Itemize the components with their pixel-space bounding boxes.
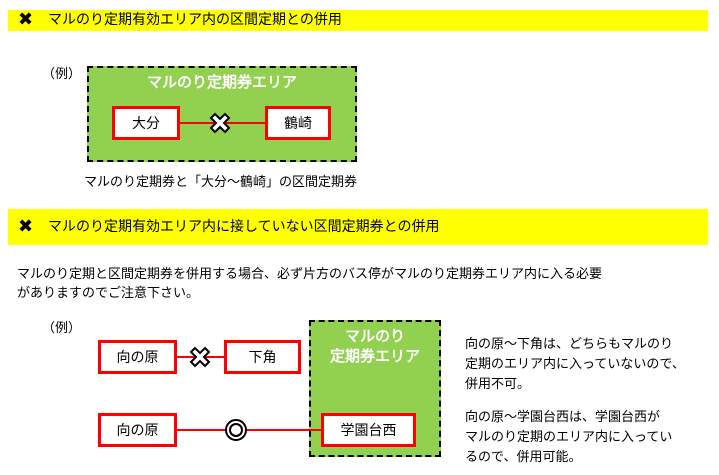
cross-icon: ✖ [18,216,34,237]
cross-icon: ✖ [18,9,34,30]
section1-heading: マルのり定期有効エリア内の区間定期との併用 [48,12,342,28]
section2-example-label: （例） [42,321,82,336]
not-allowed-x-icon [187,344,213,370]
note1-line2: 定期のエリア内に入っていないので、 [465,357,685,372]
section2-intro-line2: がありますのでご注意下さい。 [17,286,200,301]
note2-line3: るので、併用可能。 [465,450,582,465]
section2-area-title-line2: 定期券エリア [329,347,420,365]
row2-route-line [175,429,323,431]
stop-box-oita: 大分 [112,106,180,140]
note1-line3: 併用不可。 [465,377,531,392]
section1-heading-banner: ✖ マルのり定期有効エリア内の区間定期との併用 [8,10,708,31]
section2-heading: マルのり定期有効エリア内に接していない区間定期券との併用 [48,219,440,235]
section2-intro-line1: マルのり定期と区間定期券を併用する場合、必ず片方のバス停がマルのり定期券エリア内… [17,267,603,282]
section2-area-title-line1: マルのり [344,327,405,345]
note1-line1: 向の原～下角は、どちらもマルのり [465,337,674,352]
stop-box-gakuendainishi: 学園台西 [321,413,416,447]
section1-example-label: （例） [42,67,82,82]
stop-box-tsurusaki: 鶴崎 [265,106,331,140]
section1-area-title: マルのり定期券エリア [146,73,297,91]
allowed-circle-icon [225,419,247,441]
stop-box-mukainoharu-2: 向の原 [98,413,177,447]
section1-caption: マルのり定期券と「大分～鶴崎」の区間定期券 [84,175,358,190]
stop-box-mukainoharu-1: 向の原 [98,340,177,374]
note2-line2: マルのり定期のエリア内に入ってい [465,430,673,445]
note2-line1: 向の原～学園台西は、学園台西が [465,410,661,425]
stop-box-shimokado: 下角 [224,340,301,374]
section2-heading-banner: ✖ マルのり定期有効エリア内に接していない区間定期券との併用 [8,209,708,245]
not-allowed-x-icon [207,110,233,136]
